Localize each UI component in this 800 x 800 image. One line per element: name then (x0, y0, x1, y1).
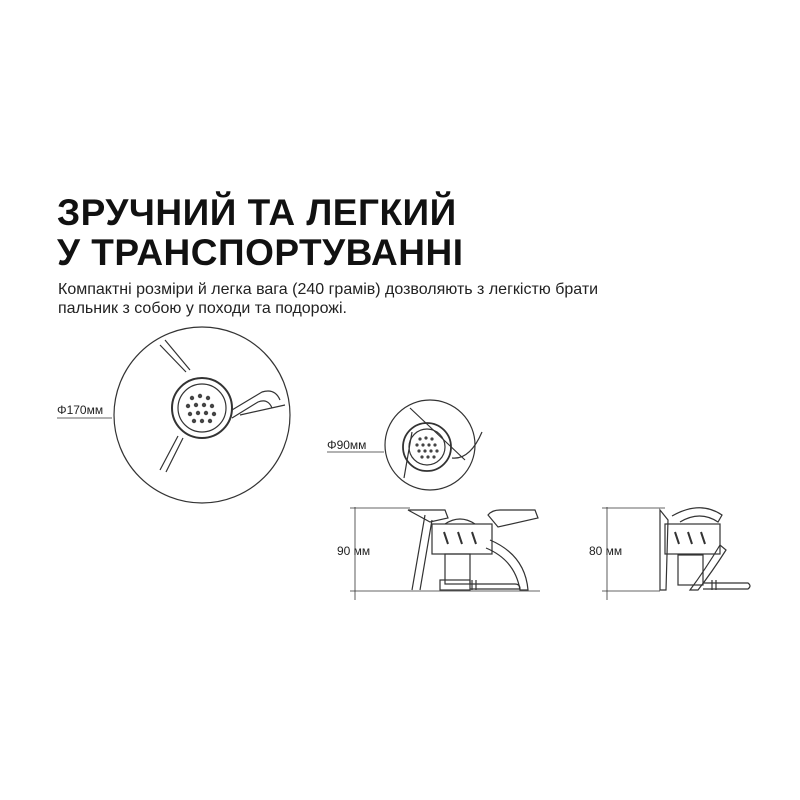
heading-line-2: У ТРАНСПОРТУВАННІ (57, 232, 464, 273)
open-height-label: 90 мм (337, 544, 371, 558)
large-diameter-label: Φ170мм (57, 403, 104, 417)
small-diameter-label: Φ90мм (327, 438, 367, 452)
stove-side-view-folded (602, 507, 751, 600)
description: Компактні розміри й легка вага (240 грам… (58, 280, 758, 318)
heading-line-1: ЗРУЧНИЙ ТА ЛЕГКИЙ (57, 192, 457, 233)
stove-top-view-small (327, 399, 483, 491)
folded-height-label: 80 мм (589, 544, 623, 558)
stove-top-view-large (57, 326, 291, 504)
description-line-2: пальник з собою у походи та подорожі. (58, 300, 347, 317)
heading: ЗРУЧНИЙ ТА ЛЕГКИЙ У ТРАНСПОРТУВАННІ (57, 193, 464, 273)
stove-side-view-open (350, 507, 540, 600)
description-line-1: Компактні розміри й легка вага (240 грам… (58, 281, 599, 298)
